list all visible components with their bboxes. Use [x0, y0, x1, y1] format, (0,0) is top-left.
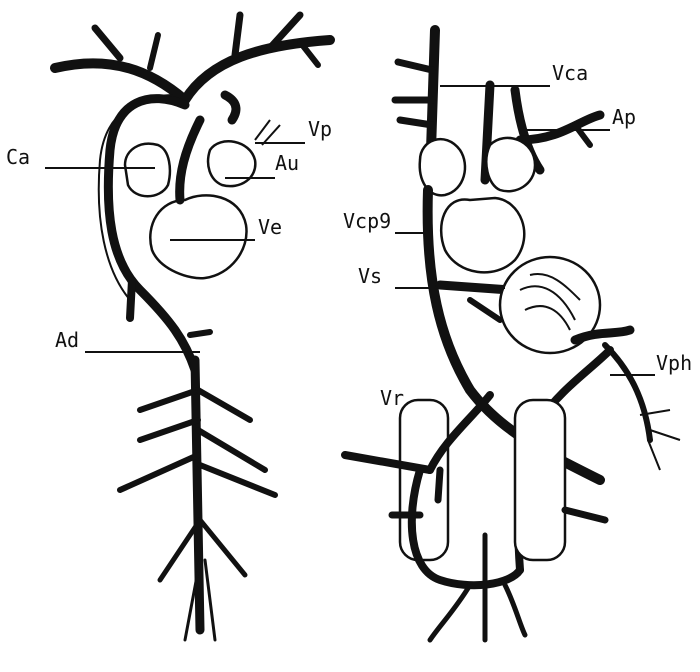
vein-branch [505, 585, 525, 635]
artery-branch [198, 390, 250, 420]
artery-branch [160, 520, 200, 580]
atrium-right-shape [486, 138, 535, 191]
kidney-right-shape [515, 400, 565, 560]
label-au: Au [275, 151, 299, 175]
vein-branch [430, 585, 470, 640]
artery-branch [140, 390, 198, 410]
artery-branch [95, 28, 120, 58]
pulmonary-vein-lines [255, 120, 280, 145]
ventricle-shape [150, 195, 246, 278]
label-ad: Ad [55, 328, 79, 352]
label-vca: Vca [552, 61, 588, 85]
pulmonary-stub [225, 95, 236, 120]
vein-branch [398, 62, 432, 70]
artery-stub [130, 280, 132, 318]
ventricle-shape [441, 198, 524, 272]
label-ve: Ve [258, 215, 282, 239]
label-vph: Vph [656, 351, 692, 375]
artery-branch [190, 332, 210, 335]
artery-branch [150, 35, 158, 68]
vein-stub [438, 470, 440, 500]
artery-branch [575, 125, 590, 145]
truncus-arteriosus [180, 120, 200, 200]
artery-branch [235, 15, 240, 55]
artery-branch [198, 430, 265, 470]
artery-branch [140, 420, 198, 440]
label-vcp: Vcp9 [343, 209, 391, 233]
pulmonary-artery [520, 115, 600, 140]
arterial-system-figure [55, 15, 330, 640]
label-ap: Ap [612, 105, 636, 129]
atrium-left-shape [125, 144, 170, 197]
artery-branch [120, 455, 198, 490]
label-ca: Ca [6, 145, 30, 169]
vein-branch [605, 345, 650, 440]
vein-branch [400, 120, 432, 125]
label-vp: Vp [308, 117, 332, 141]
vein-branch [565, 510, 605, 520]
vein-branch [470, 300, 500, 320]
atrium-right-shape [208, 141, 255, 186]
label-vs: Vs [358, 264, 382, 288]
label-vr: Vr [380, 386, 404, 410]
